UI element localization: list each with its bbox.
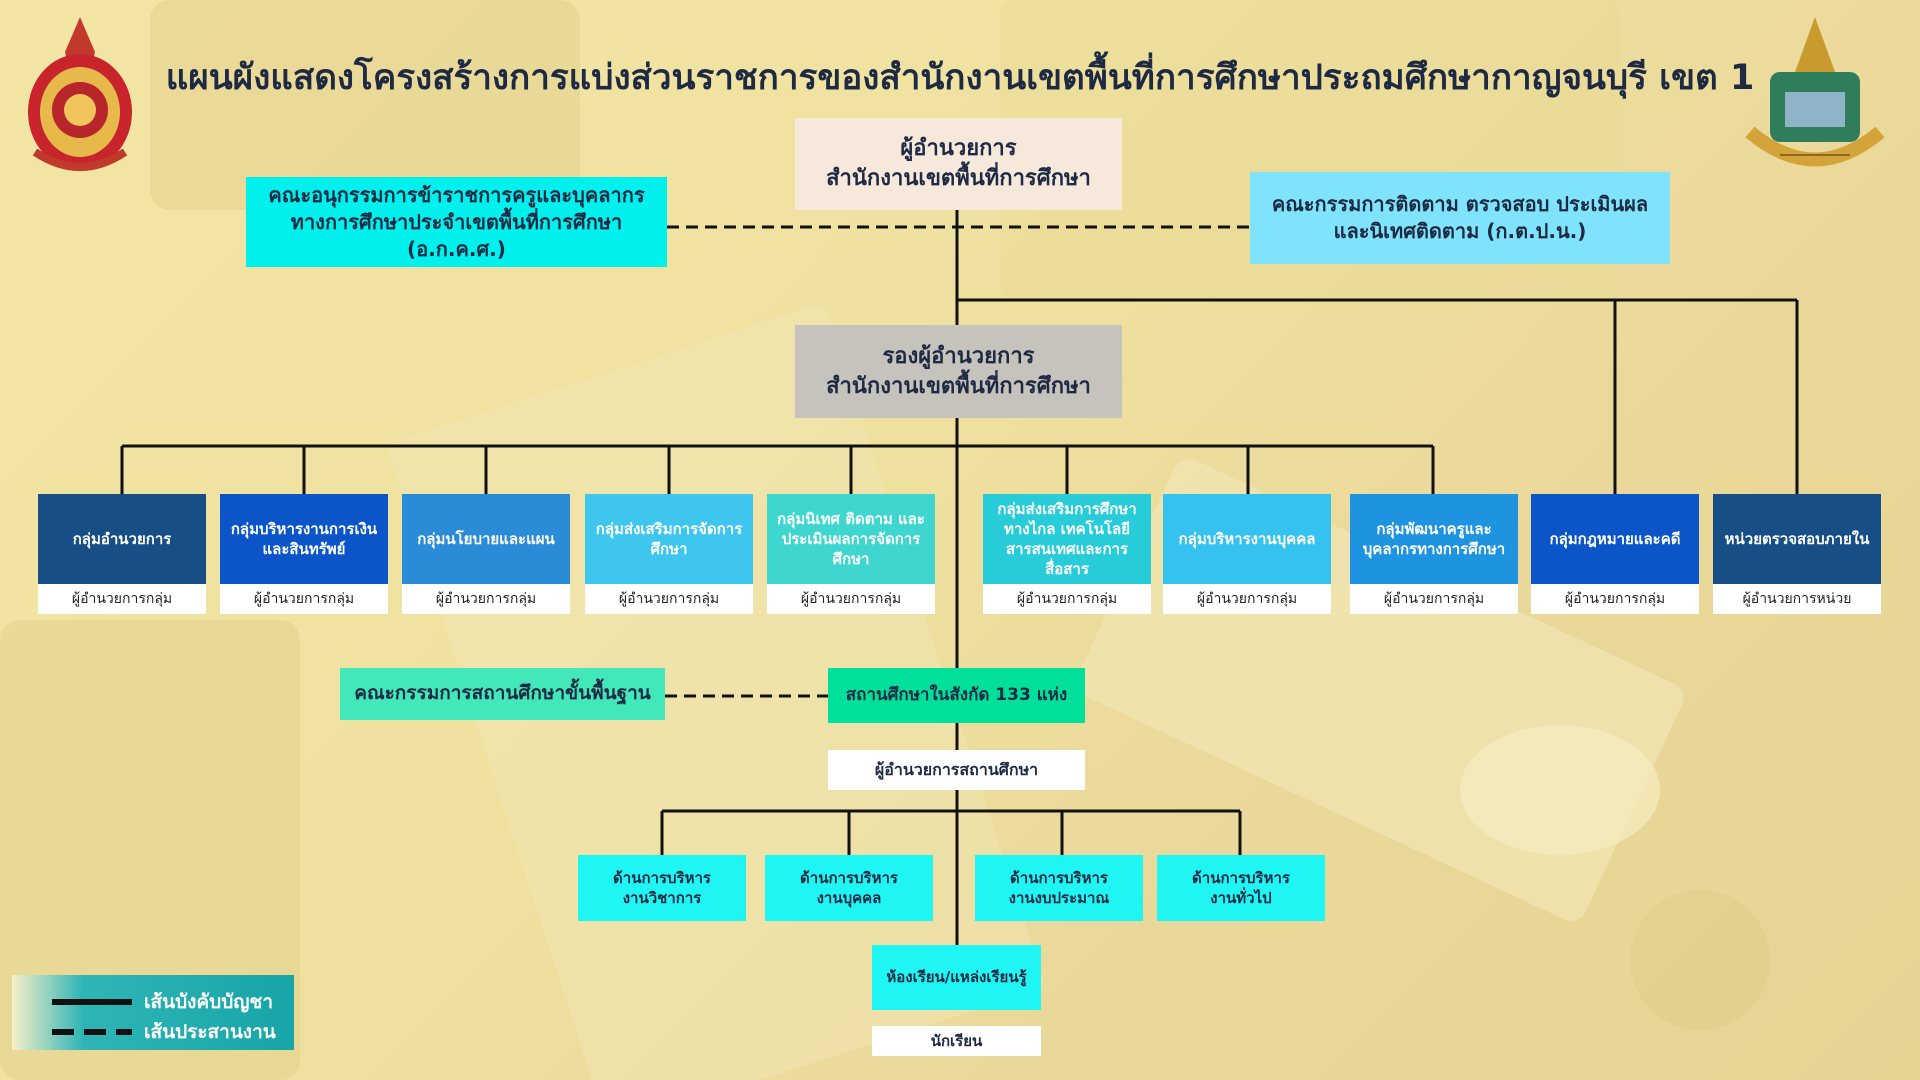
department-head: ผู้อำนวยการกลุ่ม	[402, 584, 570, 614]
department-box: กลุ่มบริหารงานการเงิน และสินทรัพย์ผู้อำน…	[220, 494, 388, 614]
department-box: กลุ่มกฎหมายและคดีผู้อำนวยการกลุ่ม	[1531, 494, 1699, 614]
department-head: ผู้อำนวยการกลุ่ม	[1531, 584, 1699, 614]
department-name: กลุ่มกฎหมายและคดี	[1531, 494, 1699, 584]
budget-admin-box: ด้านการบริหาร งานงบประมาณ	[975, 855, 1143, 921]
dashed-line-icon	[52, 1029, 132, 1035]
basic-school-board-box: คณะกรรมการสถานศึกษาขั้นพื้นฐาน	[340, 668, 665, 720]
department-box: กลุ่มอำนวยการผู้อำนวยการกลุ่ม	[38, 494, 206, 614]
department-box: กลุ่มนโยบายและแผนผู้อำนวยการกลุ่ม	[402, 494, 570, 614]
department-name: กลุ่มบริหารงานการเงิน และสินทรัพย์	[220, 494, 388, 584]
deputy-director-box: รองผู้อำนวยการ สำนักงานเขตพื้นที่การศึกษ…	[795, 325, 1122, 418]
department-head: ผู้อำนวยการกลุ่ม	[220, 584, 388, 614]
schools-box: สถานศึกษาในสังกัด 133 แห่ง	[828, 668, 1085, 723]
department-box: กลุ่มบริหารงานบุคคลผู้อำนวยการกลุ่ม	[1163, 494, 1331, 614]
department-box: กลุ่มนิเทศ ติดตาม และ ประเมินผลการจัดการ…	[767, 494, 935, 614]
solid-line-icon	[52, 999, 132, 1005]
personnel-subcommittee-box: คณะอนุกรรมการข้าราชการครูและบุคลากร ทางก…	[246, 177, 667, 267]
department-head: ผู้อำนวยการกลุ่ม	[767, 584, 935, 614]
department-box: กลุ่มส่งเสริมการจัดการ ศึกษาผู้อำนวยการก…	[585, 494, 753, 614]
department-head: ผู้อำนวยการกลุ่ม	[983, 584, 1151, 614]
page-title: แผนผังแสดงโครงสร้างการแบ่งส่วนราชการของส…	[165, 58, 1755, 98]
department-box: กลุ่มพัฒนาครูและ บุคลากรทางการศึกษาผู้อำ…	[1350, 494, 1518, 614]
general-admin-box: ด้านการบริหาร งานทั่วไป	[1157, 855, 1325, 921]
department-name: กลุ่มส่งเสริมการจัดการ ศึกษา	[585, 494, 753, 584]
department-name: หน่วยตรวจสอบภายใน	[1713, 494, 1881, 584]
department-box: หน่วยตรวจสอบภายในผู้อำนวยการหน่วย	[1713, 494, 1881, 614]
department-head: ผู้อำนวยการหน่วย	[1713, 584, 1881, 614]
academic-admin-box: ด้านการบริหาร งานวิชาการ	[578, 855, 746, 921]
department-head: ผู้อำนวยการกลุ่ม	[1163, 584, 1331, 614]
department-name: กลุ่มบริหารงานบุคคล	[1163, 494, 1331, 584]
department-name: กลุ่มนโยบายและแผน	[402, 494, 570, 584]
legend: เส้นบังคับบัญชา เส้นประสานงาน	[12, 975, 294, 1050]
personnel-admin-box: ด้านการบริหาร งานบุคคล	[765, 855, 933, 921]
students-box: นักเรียน	[872, 1026, 1041, 1056]
department-name: กลุ่มส่งเสริมการศึกษา ทางไกล เทคโนโลยี ส…	[983, 494, 1151, 584]
director-box: ผู้อำนวยการ สำนักงานเขตพื้นที่การศึกษา	[795, 118, 1122, 210]
department-name: กลุ่มนิเทศ ติดตาม และ ประเมินผลการจัดการ…	[767, 494, 935, 584]
department-name: กลุ่มพัฒนาครูและ บุคลากรทางการศึกษา	[1350, 494, 1518, 584]
monitoring-committee-box: คณะกรรมการติดตาม ตรวจสอบ ประเมินผล และนิ…	[1250, 172, 1670, 264]
school-director-box: ผู้อำนวยการสถานศึกษา	[828, 750, 1085, 790]
department-name: กลุ่มอำนวยการ	[38, 494, 206, 584]
department-box: กลุ่มส่งเสริมการศึกษา ทางไกล เทคโนโลยี ส…	[983, 494, 1151, 614]
department-head: ผู้อำนวยการกลุ่ม	[1350, 584, 1518, 614]
legend-coordination-line: เส้นประสานงาน	[52, 1017, 276, 1047]
obec-emblem-logo	[28, 17, 132, 171]
classroom-box: ห้องเรียน/แหล่งเรียนรู้	[872, 945, 1041, 1010]
kanchanaburi-area-logo	[1745, 17, 1885, 167]
legend-command-line: เส้นบังคับบัญชา	[52, 987, 273, 1017]
department-head: ผู้อำนวยการกลุ่ม	[585, 584, 753, 614]
department-head: ผู้อำนวยการกลุ่ม	[38, 584, 206, 614]
